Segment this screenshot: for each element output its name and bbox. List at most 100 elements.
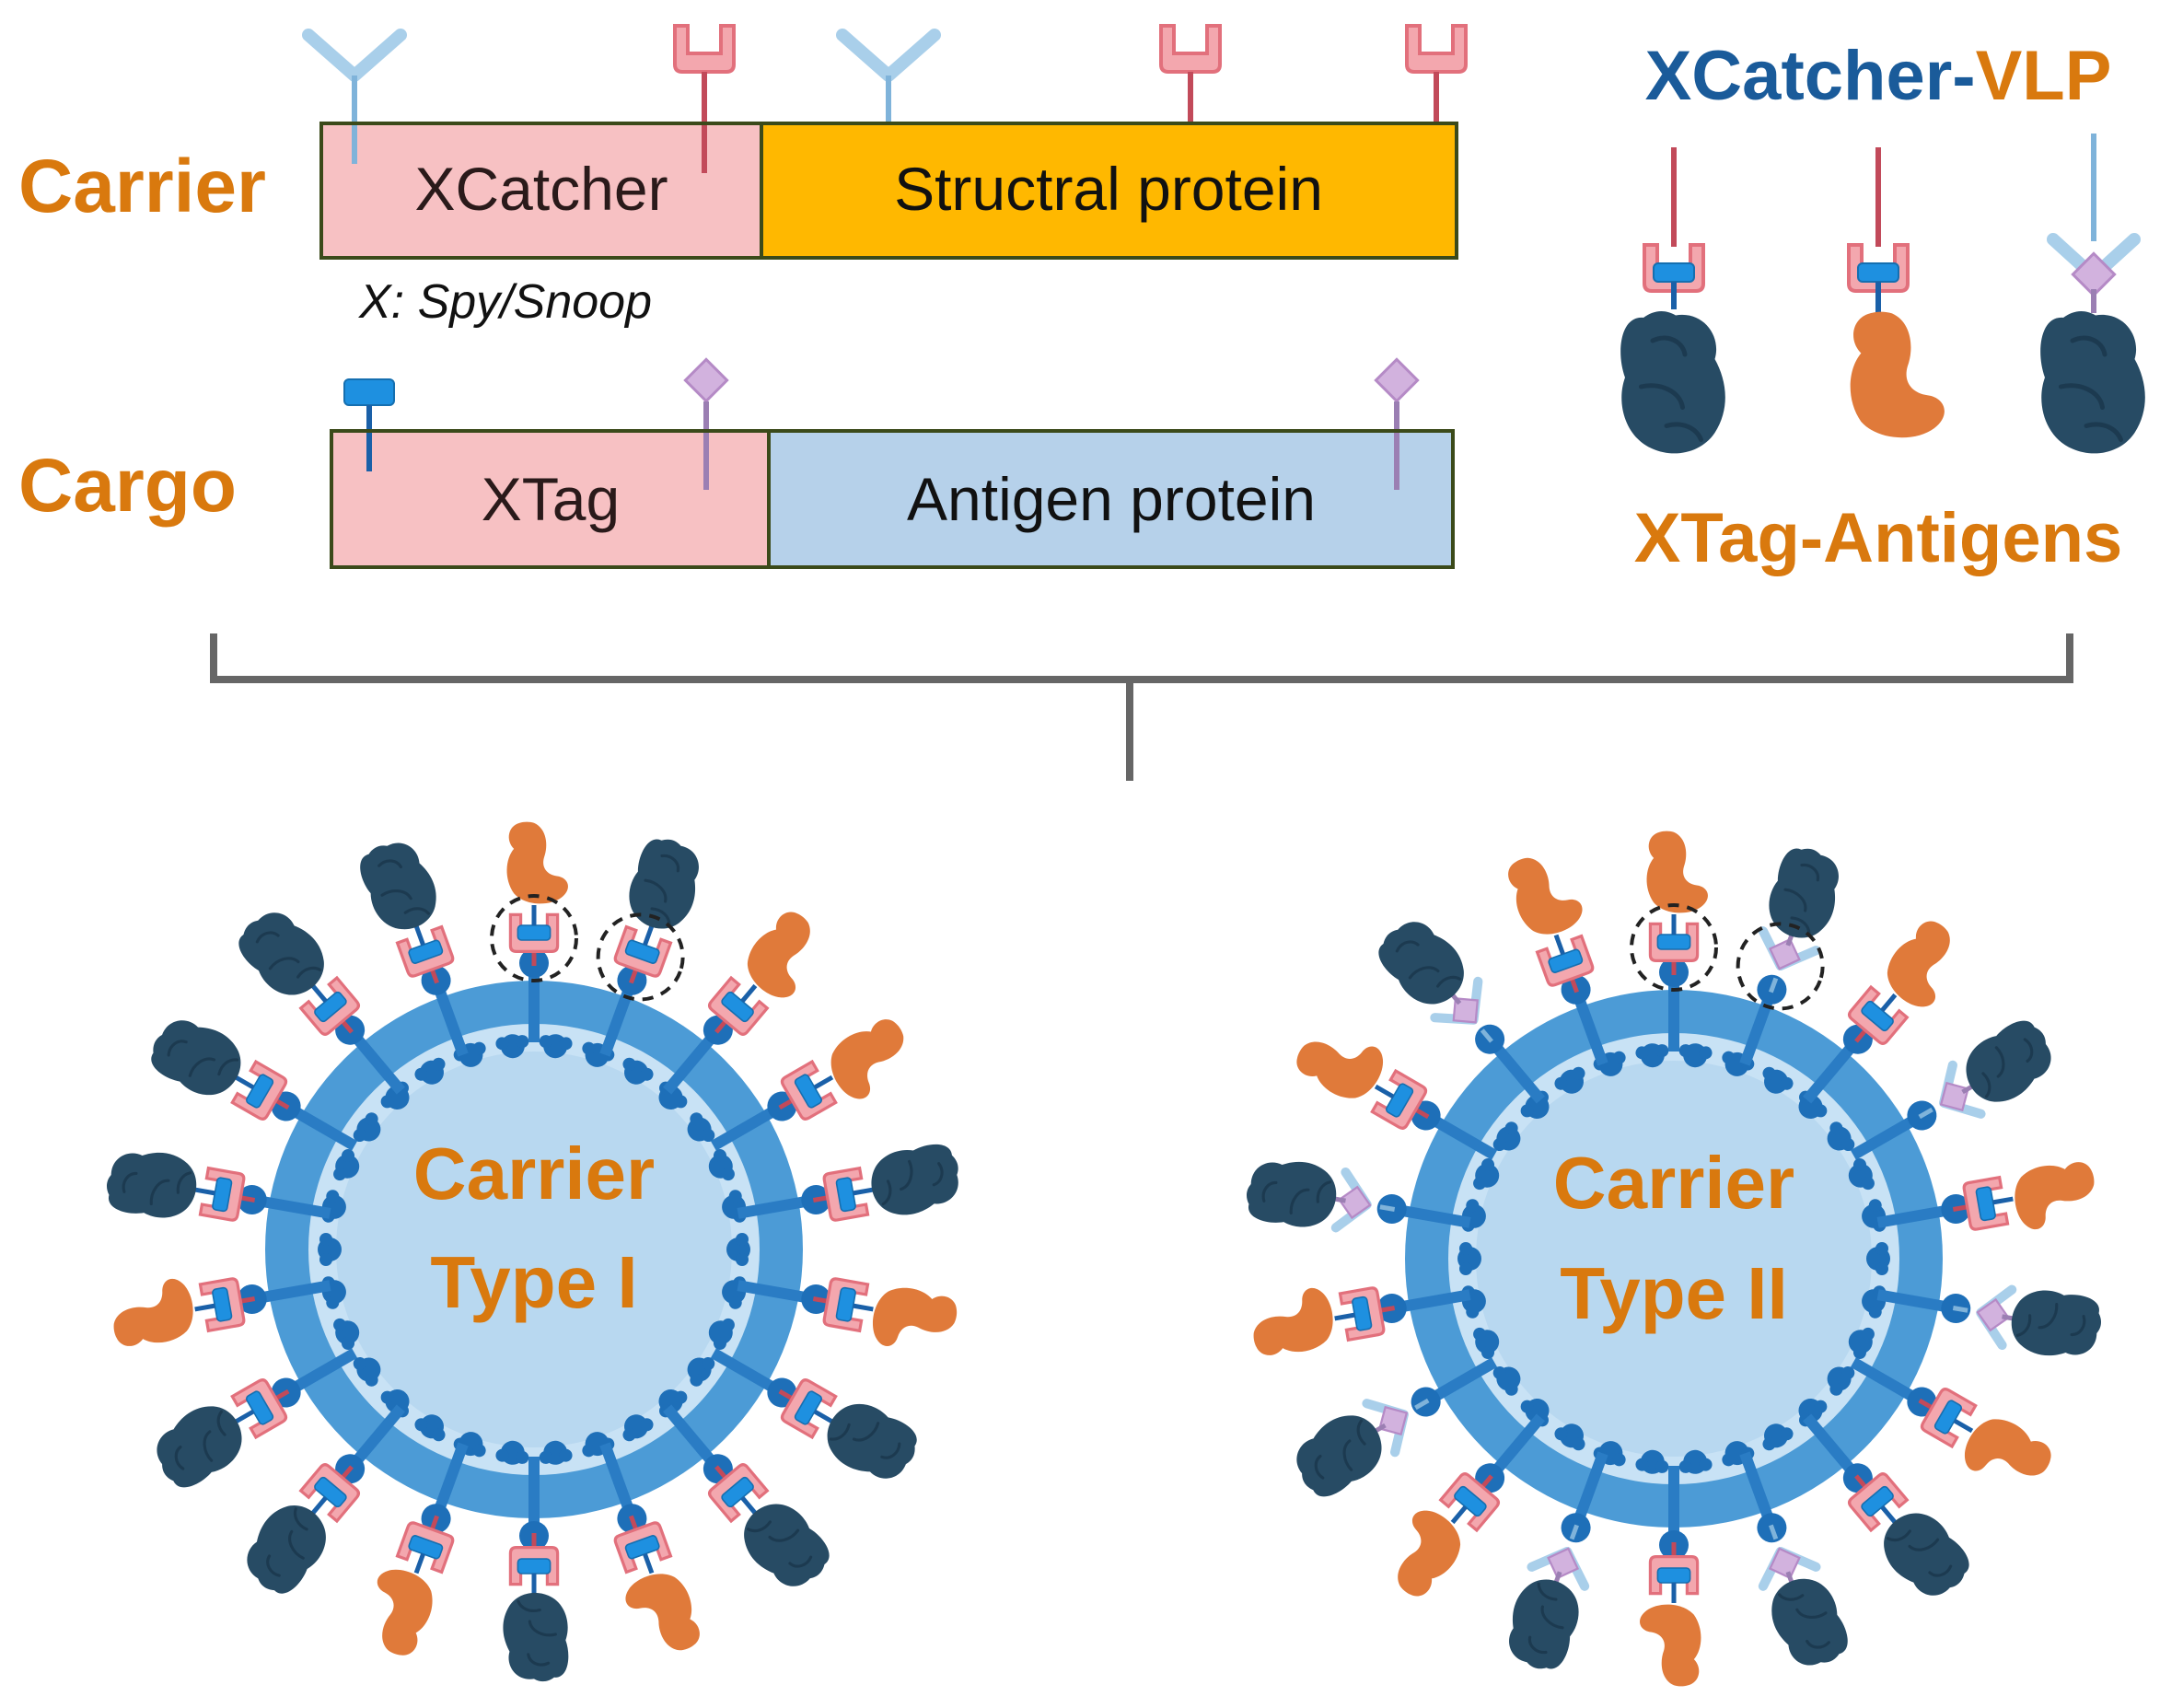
spy-conjugate-dark (231, 1460, 363, 1604)
xtag-segment (330, 429, 771, 569)
antigen-dark-icon (1240, 1151, 1343, 1235)
spy-conjugate-orange (1640, 1542, 1701, 1687)
spy-conjugate-dark (1845, 1470, 1980, 1611)
spy-conjugate-dark (100, 1142, 256, 1226)
antigen-orange-icon (1247, 1284, 1339, 1360)
spy-conjugate-dark (228, 897, 363, 1039)
x-note: X: Spy/Snoop (358, 275, 652, 329)
highlight-circle (490, 894, 578, 982)
spy-conjugate-orange (812, 1276, 960, 1358)
antigen-orange-icon (1956, 1408, 2058, 1503)
xcatcher-vlp-title: XCatcher-VLP (1645, 37, 2112, 115)
snoop-conjugate-dark (1368, 906, 1515, 1043)
spy-conjugate-dark (501, 1533, 570, 1683)
carrier-type-2-label-line1: Carrier (1553, 1142, 1794, 1224)
antigen-dark-icon (141, 1005, 254, 1110)
antigen-dark-icon (501, 1591, 570, 1683)
snoop-conjugate-dark (1742, 1524, 1856, 1677)
antigen-orange-icon (1290, 1015, 1392, 1110)
carrier-label: Carrier (18, 145, 266, 228)
carrier-type-2-label-line2: Type II (1560, 1252, 1787, 1334)
antigen-dark-icon (1495, 1569, 1591, 1679)
antigen-protein-segment (767, 429, 1455, 569)
spy-conjugate-dark (141, 1005, 290, 1122)
antigen-dark-icon (1760, 1568, 1856, 1677)
spy-conjugate-orange (705, 904, 835, 1039)
carrier-construct-bar: XCatcher Structral protein (302, 24, 1468, 260)
xtag-antigens-title: XTag-Antigens (1634, 499, 2123, 577)
spy-conjugate-dark (596, 830, 713, 1002)
antigen-orange-icon (2009, 1157, 2101, 1233)
spy-conjugate-orange (612, 1515, 706, 1664)
carrier-type-1-label-line2: Type I (430, 1241, 637, 1323)
cargo-construct-bar: XTag Antigen protein (330, 357, 1455, 569)
snoop-conjugate-dark (1736, 839, 1852, 1011)
highlight-circle (1630, 903, 1718, 992)
antigen-dark-icon (1283, 1401, 1396, 1506)
snoop-conjugate-dark (1240, 1151, 1396, 1243)
antigen-dark-icon (231, 1491, 342, 1604)
spy-tag-icon (517, 924, 552, 941)
combination-bracket (210, 633, 2073, 781)
spy-tag-icon (517, 1558, 552, 1574)
snoop-conjugate-dark (1495, 1524, 1609, 1679)
structural-protein-segment (760, 122, 1458, 260)
spy-conjugate-dark (705, 1460, 840, 1602)
antigen-dark-icon (1952, 1011, 2065, 1116)
antigen-dark-icon (865, 1139, 967, 1222)
snoop-catcher-receptor-icon (836, 29, 941, 123)
spy-tag-icon (1656, 934, 1691, 950)
legend-snoop-dark-conjugate (2040, 134, 2145, 453)
antigen-dark-icon (143, 1392, 256, 1497)
spy-tag-icon (1656, 1567, 1691, 1584)
xcatcher-segment (319, 122, 763, 260)
structural-protein-label: Structral protein (894, 155, 1323, 223)
antigen-orange-icon (355, 1563, 442, 1661)
snoop-conjugate-dark (1918, 1011, 2065, 1144)
carrier-type-2-vlp: Carrier Type II (1240, 831, 2108, 1687)
antigen-protein-label: Antigen protein (907, 465, 1316, 533)
spy-conjugate-orange (490, 821, 578, 982)
spy-conjugate-dark (812, 1139, 967, 1223)
antigen-dark-icon (617, 830, 713, 939)
xtag-segment-label: XTag (482, 465, 620, 533)
spy-conjugate-dark (352, 831, 456, 984)
antigen-dark-icon (2004, 1283, 2108, 1366)
spy-conjugate-orange (1845, 913, 1975, 1048)
spy-conjugate-dark (143, 1377, 290, 1497)
spy-catcher-receptor-icon (1159, 24, 1222, 123)
spy-conjugate-dark (778, 1377, 927, 1494)
antigen-dark-icon (352, 831, 447, 940)
carrier-type-1-label-line1: Carrier (413, 1133, 655, 1214)
snoop-conjugate-dark (1283, 1374, 1430, 1506)
antigen-dark-icon (100, 1142, 203, 1226)
antigen-orange-icon (620, 1564, 706, 1664)
antigen-dark-icon (814, 1389, 927, 1494)
spy-conjugate-orange (1247, 1284, 1396, 1360)
spy-conjugate-orange (1630, 831, 1718, 992)
xcatcher-segment-label: XCatcher (414, 155, 668, 223)
antigen-orange-icon (1640, 1604, 1701, 1687)
spy-conjugate-orange (778, 1012, 922, 1122)
spy-catcher-receptor-icon (1405, 24, 1468, 123)
spy-conjugate-orange (1502, 844, 1596, 993)
highlight-circle (596, 912, 685, 1002)
cargo-label: Cargo (18, 444, 237, 528)
antigen-orange-icon (506, 821, 568, 904)
spy-conjugate-orange (355, 1515, 456, 1661)
antigen-orange-icon (819, 1012, 922, 1107)
legend-spy-orange-conjugate (1847, 147, 1945, 438)
legend-spy-dark-conjugate (1620, 147, 1725, 453)
highlight-circle (1736, 922, 1825, 1011)
spy-conjugate-orange (1373, 1470, 1503, 1604)
spy-conjugate-orange (1918, 1386, 2058, 1503)
antigen-orange-icon (1502, 844, 1588, 944)
antigen-dark-icon (1757, 839, 1852, 948)
spy-conjugate-orange (1290, 1015, 1430, 1132)
carrier-type-1-vlp: Carrier Type I (100, 821, 967, 1683)
spy-conjugate-orange (107, 1275, 256, 1351)
spy-conjugate-orange (1952, 1157, 2101, 1233)
snoop-conjugate-dark (1952, 1274, 2108, 1366)
antigen-orange-icon (107, 1275, 199, 1351)
